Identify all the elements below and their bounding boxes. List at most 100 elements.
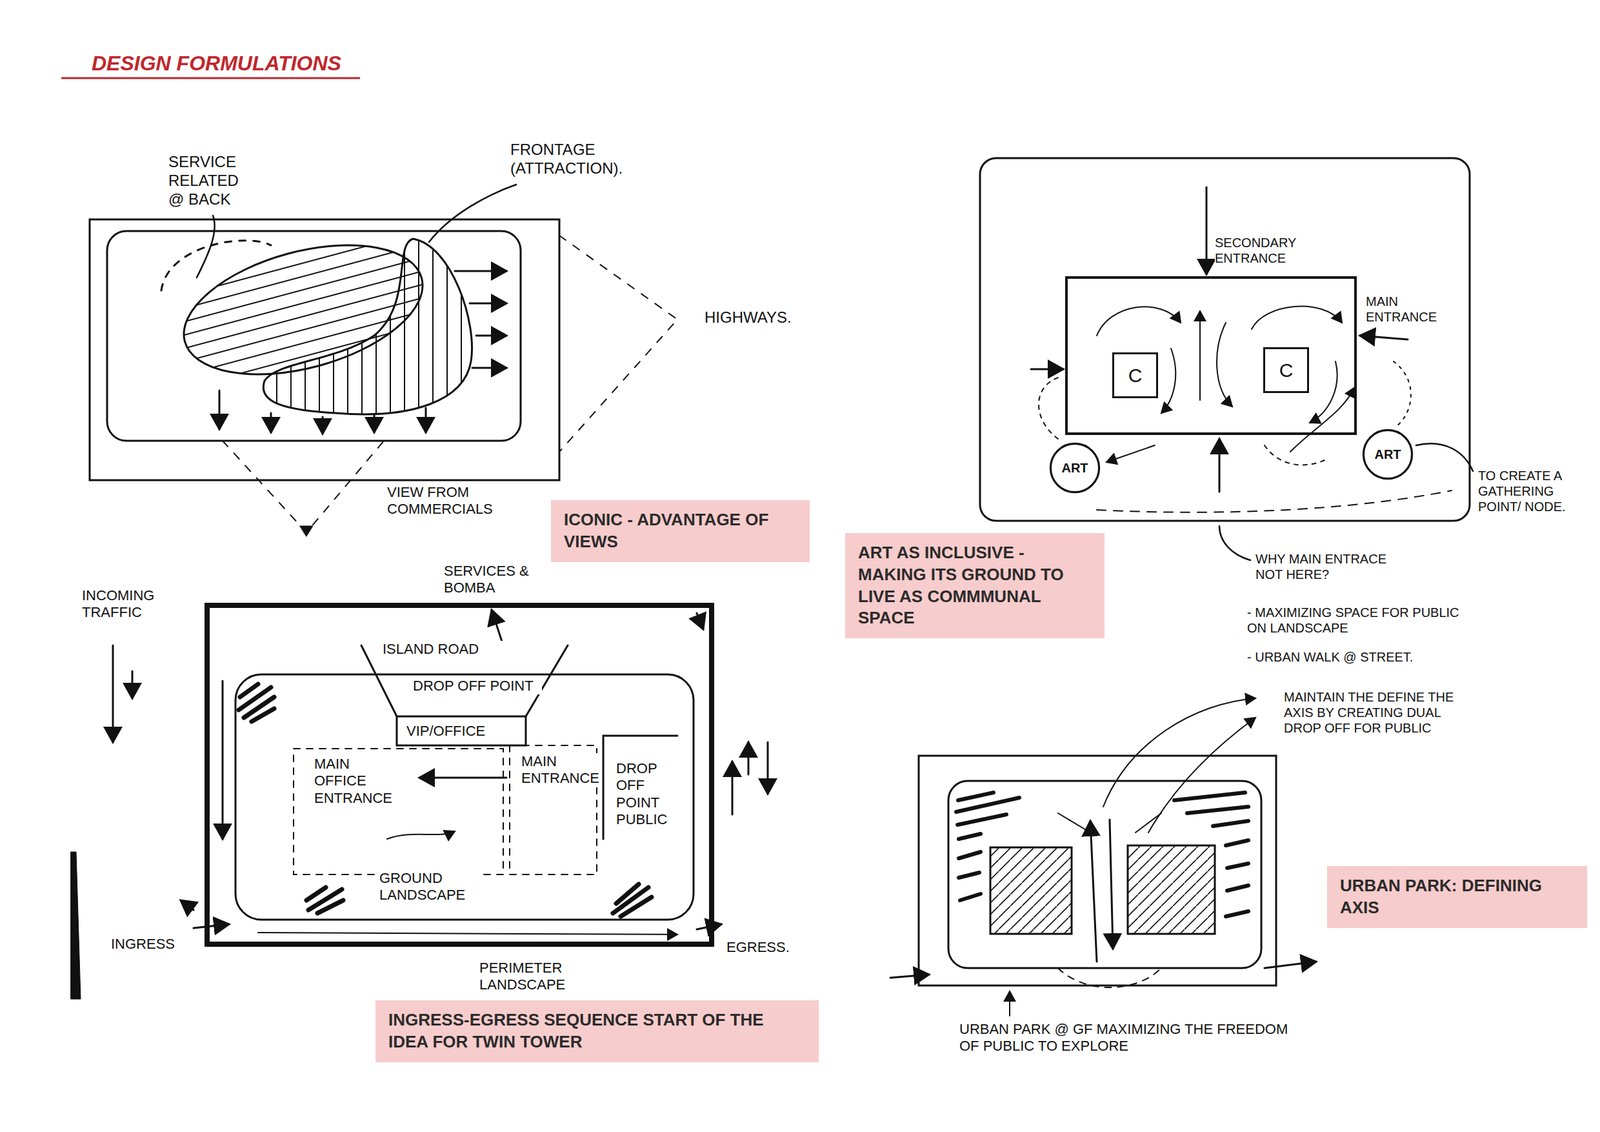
sketch-stroke — [731, 761, 734, 815]
sketch-stroke — [321, 416, 324, 434]
sketch-stroke — [469, 302, 507, 305]
sketch-stroke — [1416, 443, 1473, 471]
caption-box: URBAN PARK: DEFINING AXIS — [1327, 865, 1588, 928]
sketch-stroke — [1161, 348, 1176, 413]
sketch-outline — [235, 674, 694, 920]
sketch-outline — [293, 748, 504, 875]
sketch-stroke — [180, 900, 194, 910]
handwritten-note: SECONDARY ENTRANCE — [1214, 234, 1312, 266]
sketch-stroke — [1030, 368, 1064, 371]
sketch-stroke — [222, 440, 384, 533]
sketch-stroke — [1058, 812, 1162, 833]
sketch-ingress-egress — [70, 605, 768, 999]
sketch-iconic-views — [89, 184, 678, 537]
sketch-stroke — [1360, 335, 1408, 340]
sketch-stroke — [454, 270, 507, 273]
sketch-stroke — [1393, 361, 1411, 426]
caption-box: INGRESS-EGRESS SEQUENCE START OF THE IDE… — [375, 1000, 819, 1062]
sketch-stroke — [193, 923, 230, 928]
sketch-outline — [1066, 277, 1356, 434]
handwritten-note: MAINTAIN THE DEFINE THE AXIS BY CREATING… — [1283, 689, 1478, 736]
sketch-stroke — [1096, 490, 1452, 513]
sketch-stroke — [161, 240, 271, 291]
handwritten-note: - MAXIMIZING SPACE FOR PUBLIC ON LANDSCA… — [1247, 604, 1467, 636]
sketch-stroke — [1148, 717, 1256, 833]
page-title: DESIGN FORMULATIONS — [91, 51, 342, 76]
sketch-outline — [89, 219, 560, 480]
core-box: C — [1112, 352, 1159, 399]
handwritten-note: SERVICES & BOMBA — [443, 562, 535, 597]
title-underline — [61, 78, 360, 79]
node-text: INGRESS-EGRESS SEQUENCE START OF THE IDE… — [388, 1009, 806, 1053]
sketch-stroke — [1199, 310, 1201, 400]
handwritten-note: URBAN PARK @ GF MAXIMIZING THE FREEDOM O… — [959, 1020, 1295, 1055]
sketch-stroke — [1264, 445, 1330, 465]
sketch-stroke — [1096, 306, 1181, 336]
sketch-stroke — [1309, 361, 1338, 423]
handwritten-note: INCOMING TRAFFIC — [81, 587, 173, 622]
sketch-stroke — [270, 412, 273, 433]
sketch-stroke — [373, 414, 376, 433]
handwritten-note: GROUND LANDSCAPE — [379, 869, 483, 904]
handwritten-note: DROP OFF POINT PUBLIC — [616, 760, 676, 829]
sketch-stroke — [263, 238, 472, 415]
sketch-stroke — [1290, 387, 1355, 452]
sketch-urban-park — [890, 698, 1317, 1016]
node-text: URBAN PARK: DEFINING AXIS — [1340, 874, 1575, 919]
sketch-stroke — [425, 407, 428, 433]
sketch-stroke — [70, 851, 81, 999]
sketch-stroke — [1038, 377, 1059, 439]
circle-shape — [1363, 429, 1412, 479]
sketch-stroke — [696, 612, 704, 630]
sketch-stroke — [696, 923, 722, 930]
sketch-stroke — [258, 932, 678, 935]
sketch-stroke — [890, 974, 930, 978]
sketch-stroke — [306, 887, 344, 913]
art-node-circle: ART — [1361, 428, 1414, 480]
handwritten-note: ISLAND ROAD — [382, 640, 512, 658]
node-text: ART AS INCLUSIVE - MAKING ITS GROUND TO … — [858, 541, 1092, 630]
sketch-stroke — [196, 215, 215, 278]
handwritten-note: FRONTAGE (ATTRACTION). — [510, 140, 646, 179]
sketch-stroke — [221, 680, 224, 839]
handwritten-note: VIP/OFFICE — [406, 722, 517, 740]
sketch-stroke — [1219, 525, 1251, 560]
sketch-outline — [918, 755, 1277, 986]
node-text: C — [1279, 359, 1294, 382]
sketch-stroke — [1205, 187, 1208, 275]
handwritten-note: VIEW FROM COMMERCIALS — [387, 483, 504, 519]
art-node-circle: ART — [1049, 441, 1101, 494]
handwritten-note: WHY MAIN ENTRACE NOT HERE? — [1255, 550, 1398, 582]
caption-box: ART AS INCLUSIVE - MAKING ITS GROUND TO … — [845, 532, 1105, 639]
sketch-stroke — [429, 184, 517, 242]
sketch-outline — [990, 847, 1072, 934]
sketch-stroke — [238, 683, 275, 722]
sketch-stroke — [1216, 322, 1233, 407]
handwritten-note: INGRESS — [110, 935, 189, 953]
node-text: ICONIC - ADVANTAGE OF VIEWS — [563, 509, 797, 553]
circle-shape — [1050, 443, 1099, 492]
handwritten-note: SERVICE RELATED @ BACK — [168, 152, 253, 209]
sketch-stroke — [767, 741, 770, 794]
sketch-stroke — [218, 390, 221, 430]
sketch-stroke — [300, 525, 313, 537]
sketch-outline — [948, 780, 1262, 968]
sketch-stroke — [1109, 819, 1113, 949]
sketch-stroke — [559, 235, 678, 452]
sketch-stroke — [1218, 438, 1221, 492]
sketch-stroke — [1106, 445, 1155, 462]
sketch-stroke — [476, 334, 507, 337]
core-box: C — [1263, 347, 1310, 393]
sketch-stroke — [1264, 961, 1317, 968]
sketch-outline — [980, 158, 1470, 521]
sketch-stroke — [419, 776, 507, 779]
sketch-stroke — [1103, 698, 1256, 807]
caption-box: ICONIC - ADVANTAGE OF VIEWS — [550, 500, 810, 562]
sketch-outline — [1127, 845, 1215, 934]
node-text: ART — [1061, 460, 1088, 476]
node-text: C — [1128, 364, 1143, 387]
handwritten-note: HIGHWAYS. — [704, 308, 802, 328]
sketch-stroke — [1090, 820, 1097, 962]
sketch-stroke — [1251, 306, 1342, 330]
